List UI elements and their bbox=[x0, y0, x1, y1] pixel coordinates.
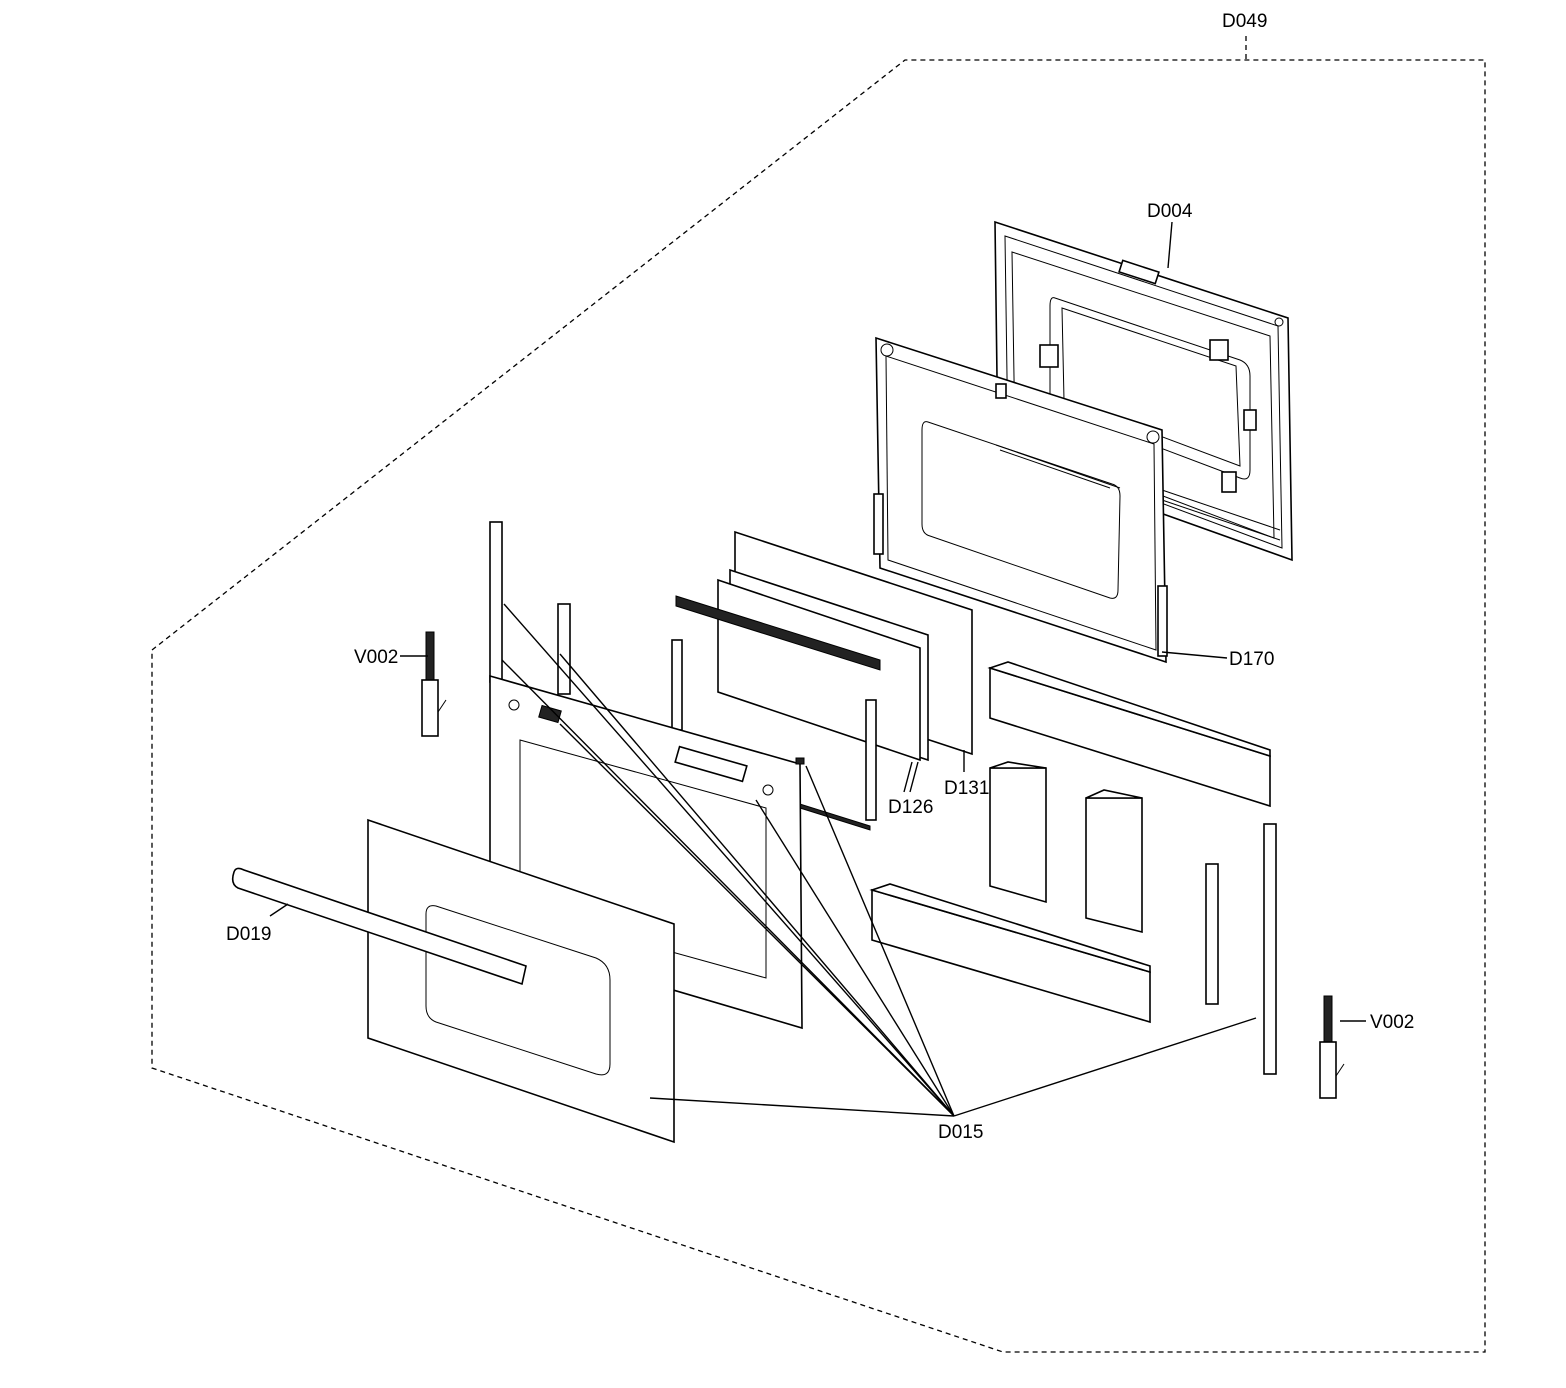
door-side-channels bbox=[489, 521, 1277, 1075]
assembly-boundary bbox=[151, 59, 1486, 1353]
label-inner-door: D004 bbox=[1147, 201, 1193, 222]
label-assembly: D049 bbox=[1222, 11, 1267, 32]
hinge-left bbox=[421, 631, 447, 737]
leader-lines bbox=[269, 603, 1366, 1117]
glass-panel-inner-pack bbox=[671, 568, 929, 831]
label-hinge-right: V002 bbox=[1370, 1012, 1414, 1033]
label-hinge-left: V002 bbox=[354, 647, 398, 668]
hinge-right bbox=[1319, 995, 1345, 1099]
door-liner-frame bbox=[873, 336, 1228, 664]
insulation-blocks bbox=[869, 661, 1271, 1024]
label-handle: D019 bbox=[226, 924, 271, 945]
label-glass-inner: D126 bbox=[888, 797, 933, 818]
door-handle bbox=[231, 867, 527, 986]
label-door-liner: D170 bbox=[1229, 649, 1274, 670]
label-glass-outer: D131 bbox=[944, 778, 989, 799]
label-screws: D015 bbox=[938, 1122, 983, 1143]
